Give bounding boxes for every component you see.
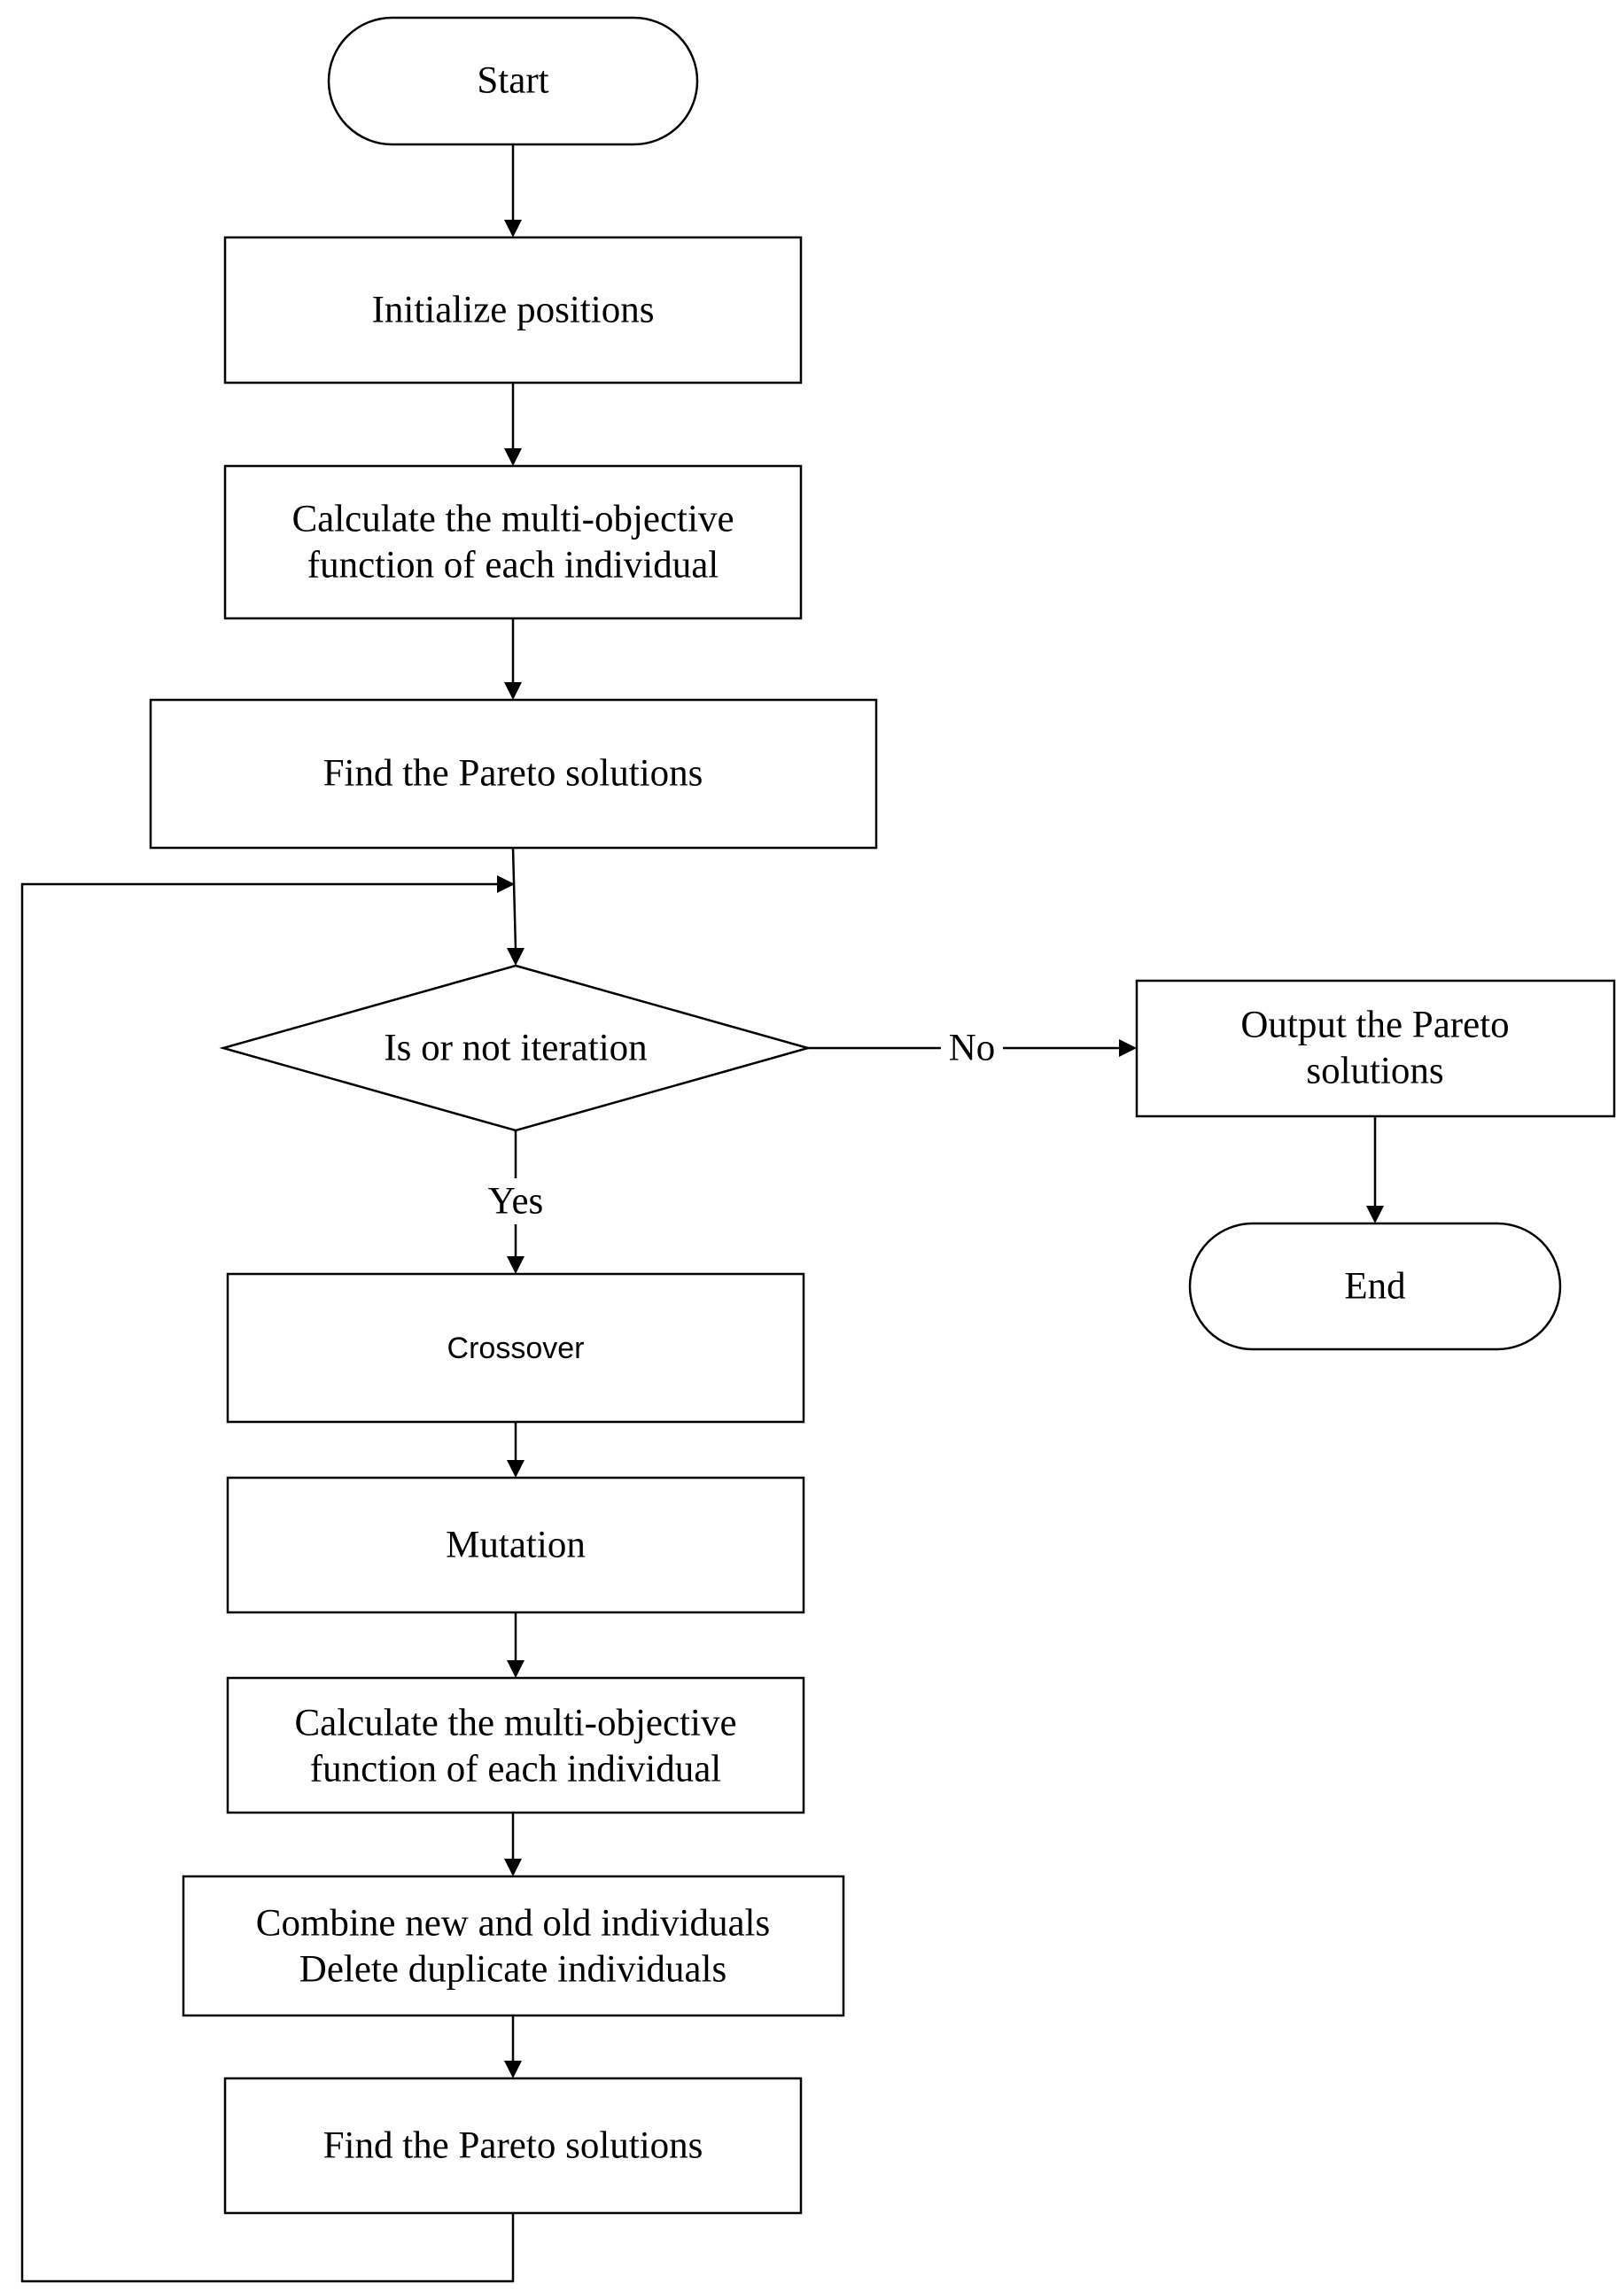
arrowhead bbox=[497, 875, 515, 893]
arrowhead bbox=[504, 1859, 522, 1876]
arrowhead bbox=[507, 948, 524, 966]
start-label: Start bbox=[477, 60, 548, 102]
edge-label-yes-background bbox=[474, 1178, 559, 1224]
mutation-label: Mutation bbox=[446, 1525, 586, 1566]
edge-label-no-background bbox=[941, 1028, 1003, 1068]
start-terminal bbox=[327, 16, 699, 146]
calculate-objective-process-2 bbox=[226, 1676, 805, 1814]
initialize-label: Initialize positions bbox=[372, 290, 655, 331]
arrowhead bbox=[504, 220, 522, 237]
find-pareto-label: Find the Pareto solutions bbox=[323, 2125, 703, 2167]
edge-find-pareto-to-decision bbox=[511, 847, 517, 951]
arrowhead bbox=[1119, 1039, 1137, 1057]
combine-label-line1: Combine new and old individuals bbox=[256, 1903, 770, 1945]
arrowhead bbox=[504, 2061, 522, 2078]
mutation-process bbox=[226, 1476, 805, 1614]
end-label: End bbox=[1344, 1266, 1405, 1308]
arrowhead bbox=[507, 1660, 524, 1678]
crossover-process bbox=[226, 1272, 805, 1424]
find-pareto-label: Find the Pareto solutions bbox=[323, 753, 703, 795]
calculate-label-line1: Calculate the multi-objective bbox=[294, 1703, 736, 1744]
calculate-label-line1: Calculate the multi-objective bbox=[291, 499, 734, 540]
edge-loop-back bbox=[20, 882, 515, 2283]
combine-delete-process bbox=[182, 1875, 845, 2017]
find-pareto-process-1 bbox=[149, 698, 878, 850]
output-pareto-process bbox=[1135, 979, 1616, 1118]
arrowhead bbox=[504, 448, 522, 466]
output-label-line2: solutions bbox=[1306, 1051, 1443, 1092]
arrowhead bbox=[507, 1256, 524, 1274]
calculate-objective-process-1 bbox=[223, 464, 803, 620]
output-label-line1: Output the Pareto bbox=[1240, 1005, 1509, 1046]
arrowhead bbox=[1366, 1206, 1384, 1223]
edge-label-no: No bbox=[949, 1028, 996, 1069]
find-pareto-process-2 bbox=[223, 2077, 803, 2215]
crossover-label: Crossover bbox=[447, 1332, 585, 1365]
calculate-label-line2: function of each individual bbox=[310, 1749, 722, 1790]
calculate-label-line2: function of each individual bbox=[307, 545, 719, 586]
decision-label: Is or not iteration bbox=[384, 1028, 647, 1069]
iteration-decision bbox=[219, 964, 812, 1132]
end-terminal bbox=[1188, 1222, 1562, 1351]
arrowhead bbox=[504, 682, 522, 700]
arrowhead bbox=[507, 1460, 524, 1478]
edge-label-yes: Yes bbox=[488, 1181, 544, 1223]
initialize-process bbox=[223, 236, 803, 384]
combine-label-line2: Delete duplicate individuals bbox=[299, 1949, 727, 1991]
